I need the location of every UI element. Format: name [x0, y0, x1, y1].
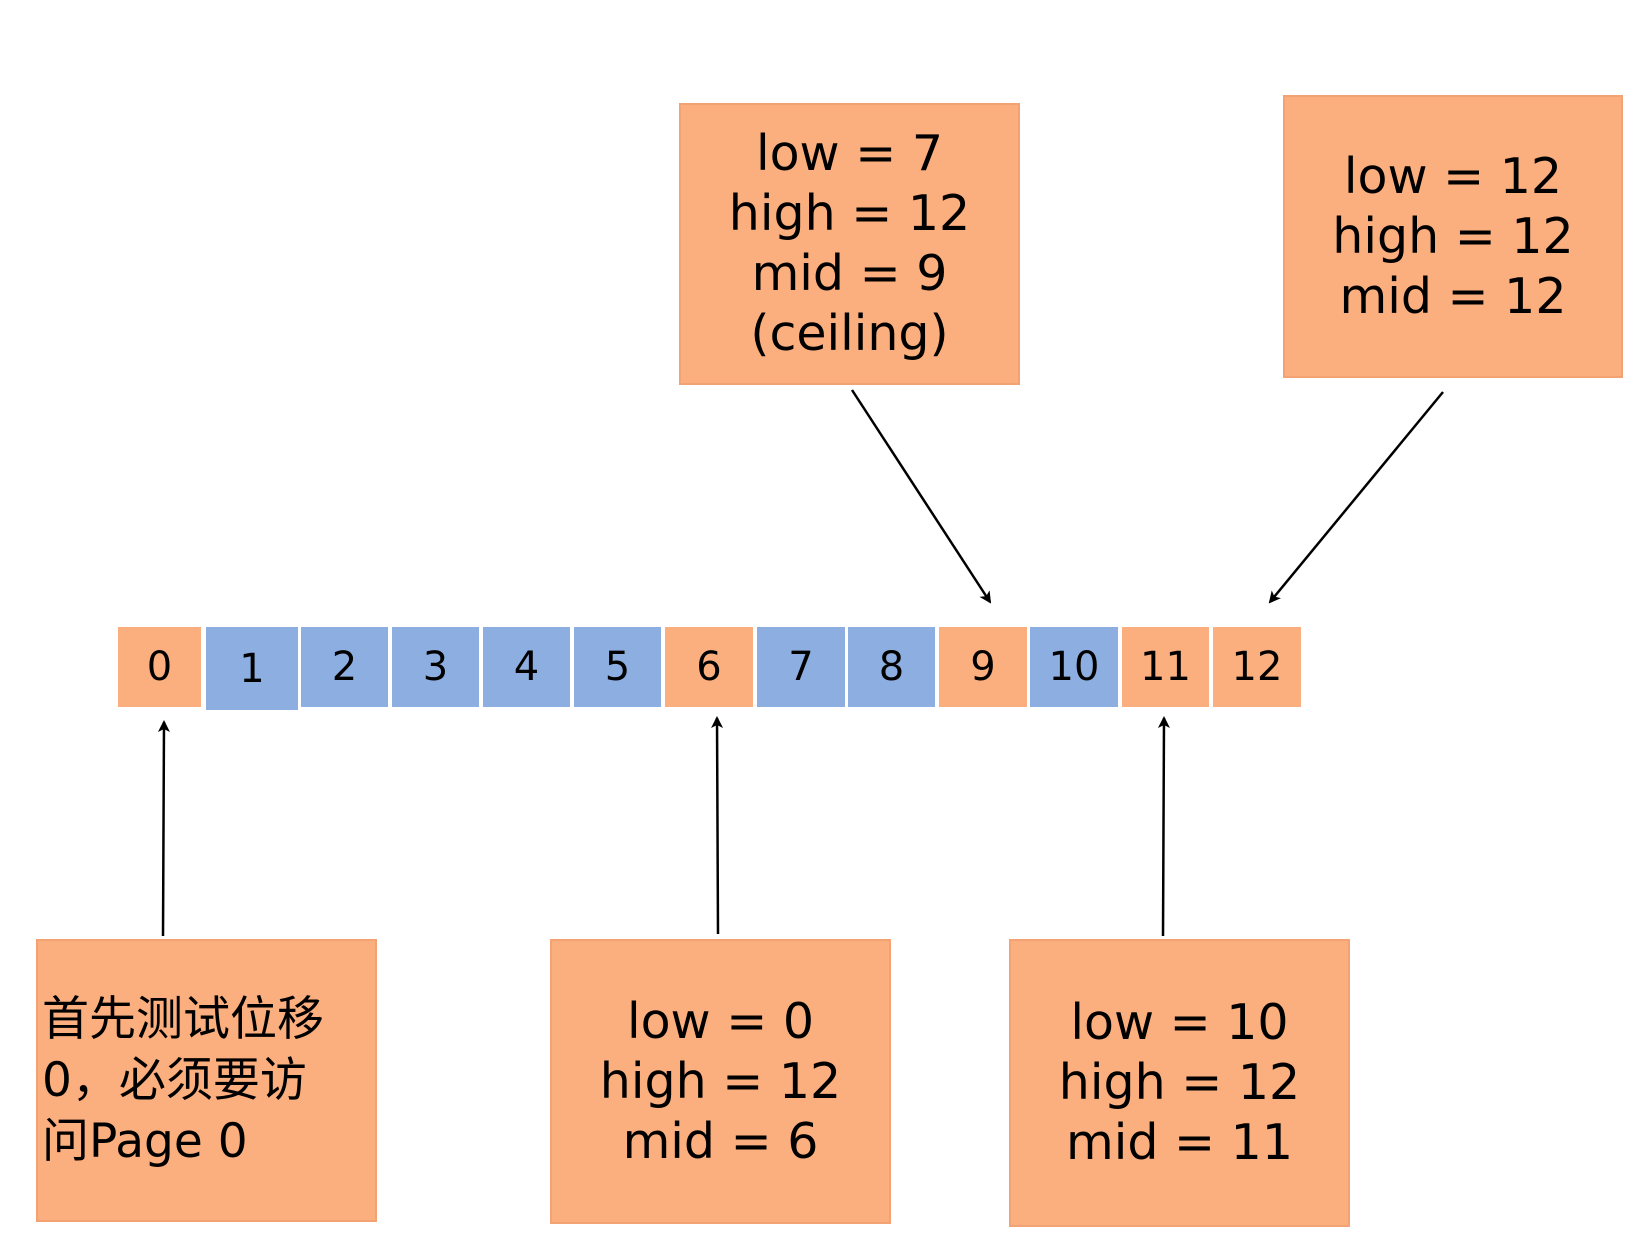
note-step3-high: high = 12 [1058, 1054, 1301, 1111]
array-cell: 7 [757, 627, 845, 707]
note-step4: low = 12 high = 12 mid = 12 [1283, 95, 1623, 378]
array-cell-label: 3 [422, 644, 449, 690]
array-cell: 5 [574, 627, 661, 707]
array-cell-label: 5 [604, 644, 631, 690]
note-step3-low: low = 10 [1070, 994, 1289, 1051]
array-cell-label: 9 [970, 644, 996, 690]
note-step4-low: low = 12 [1343, 147, 1563, 205]
note-step2-ceiling: (ceiling) [750, 305, 949, 362]
array-cell-label: 6 [696, 644, 722, 690]
array-cell-label: 11 [1140, 644, 1191, 690]
arrow-to-cell-12 [1268, 391, 1444, 604]
array-cell: 2 [301, 627, 388, 707]
array-cell-label: 7 [788, 644, 814, 690]
arrow-to-cell-9 [850, 389, 992, 604]
array-cell-label: 2 [331, 644, 358, 690]
note-step1: low = 0 high = 12 mid = 6 [550, 939, 891, 1224]
array-cell: 12 [1213, 627, 1301, 707]
note-step2-low: low = 7 [755, 125, 944, 182]
note-step3: low = 10 high = 12 mid = 11 [1009, 939, 1350, 1227]
arrow-to-cell-0 [157, 720, 170, 937]
note-step0-line2: 0，必须要访 [42, 1053, 307, 1108]
array-cell-label: 1 [239, 645, 265, 692]
note-step2-high: high = 12 [728, 185, 971, 242]
arrow-to-cell-6 [711, 716, 724, 935]
array-cell: 4 [483, 627, 570, 707]
array-cell: 0 [118, 627, 201, 707]
array-cell: 10 [1030, 627, 1118, 707]
note-step4-mid: mid = 12 [1339, 267, 1567, 325]
array-cell-label: 12 [1231, 644, 1283, 690]
array-cell: 8 [848, 627, 935, 707]
array-cell-label: 0 [146, 644, 173, 690]
arrow-to-cell-11 [1157, 716, 1170, 937]
note-step0: 首先测试位移 0，必须要访 问Page 0 [36, 939, 377, 1222]
note-step2: low = 7 high = 12 mid = 9 (ceiling) [679, 103, 1020, 385]
array-cell-label: 4 [513, 644, 540, 690]
array-cell: 1 [206, 627, 298, 710]
note-step1-mid: mid = 6 [622, 1112, 819, 1170]
note-step1-low: low = 0 [626, 992, 815, 1050]
note-step2-mid: mid = 9 [751, 245, 948, 302]
note-step3-mid: mid = 11 [1065, 1114, 1293, 1171]
note-step0-line3: 问Page 0 [42, 1114, 248, 1169]
array-cell: 11 [1122, 627, 1209, 707]
note-step1-high: high = 12 [599, 1052, 842, 1110]
note-step4-high: high = 12 [1332, 207, 1574, 265]
array-cell-label: 10 [1048, 644, 1100, 690]
array-cell-label: 8 [878, 644, 905, 690]
array-cell: 6 [665, 627, 753, 707]
array-cell: 9 [939, 627, 1027, 707]
array-cell: 3 [392, 627, 479, 707]
note-step0-line1: 首先测试位移 [42, 992, 324, 1047]
